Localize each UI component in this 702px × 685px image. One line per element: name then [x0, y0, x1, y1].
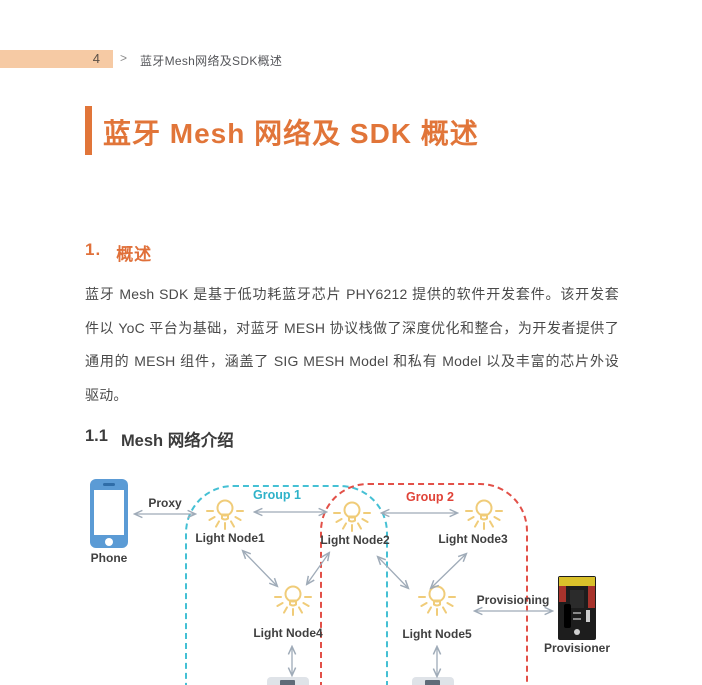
paragraph-line: 蓝牙 Mesh SDK 是基于低功耗蓝牙芯片 PHY6212 提供的软件开发套件…	[85, 286, 619, 302]
section-title: 概述	[116, 245, 153, 264]
light-node2-label: Light Node2	[320, 533, 390, 547]
diagram-arrows	[0, 470, 702, 685]
breadcrumb: 蓝牙Mesh网络及SDK概述	[140, 54, 283, 68]
page-number: 4	[92, 51, 100, 66]
intro-paragraph: 蓝牙 Mesh SDK 是基于低功耗蓝牙芯片 PHY6212 提供的软件开发套件…	[85, 278, 619, 412]
page-number-bar: 4	[0, 50, 113, 68]
paragraph-line: 件以 YoC 平台为基础，对蓝牙 MESH 协议栈做了深度优化和整合，为开发者提…	[85, 319, 619, 336]
light-node3-label: Light Node3	[438, 532, 508, 546]
provisioner-board-icon	[558, 576, 596, 640]
page-title: 蓝牙 Mesh 网络及 SDK 概述	[103, 118, 479, 149]
node1-node4-arrow	[243, 551, 277, 586]
light-bulb-icon	[333, 501, 371, 532]
device-icon	[267, 677, 309, 685]
provisioning-label: Provisioning	[476, 593, 550, 607]
provisioner-label: Provisioner	[543, 641, 611, 655]
section-number: 1.1	[85, 427, 108, 445]
light-node1-label: Light Node1	[195, 531, 265, 545]
node3-node5-arrow	[431, 554, 466, 588]
title-accent-bar	[85, 106, 92, 155]
group1-label: Group 1	[253, 488, 301, 502]
light-bulb-icon	[206, 499, 244, 530]
group2-label: Group 2	[406, 490, 454, 504]
paragraph-line: 驱动。	[85, 386, 128, 403]
breadcrumb-separator: >	[120, 51, 128, 65]
node2-node5-arrow	[378, 557, 408, 588]
phone-icon	[90, 479, 128, 548]
light-bulb-icon	[418, 585, 456, 616]
section-heading-1: 1. 概述	[85, 240, 152, 265]
light-node4-label: Light Node4	[253, 626, 323, 640]
light-node5-label: Light Node5	[402, 627, 472, 641]
device-icon	[412, 677, 454, 685]
node2-node4-arrow	[307, 553, 329, 584]
paragraph-line: 通用的 MESH 组件，涵盖了 SIG MESH Model 和私有 Model…	[85, 353, 619, 369]
light-bulb-icon	[274, 585, 312, 616]
phone-label: Phone	[90, 551, 128, 565]
section-number: 1.	[85, 240, 102, 259]
proxy-label: Proxy	[148, 496, 182, 510]
light-bulb-icon	[465, 499, 503, 530]
section-title: Mesh 网络介绍	[120, 432, 234, 450]
section-heading-1-1: 1.1 Mesh 网络介绍	[85, 427, 234, 451]
